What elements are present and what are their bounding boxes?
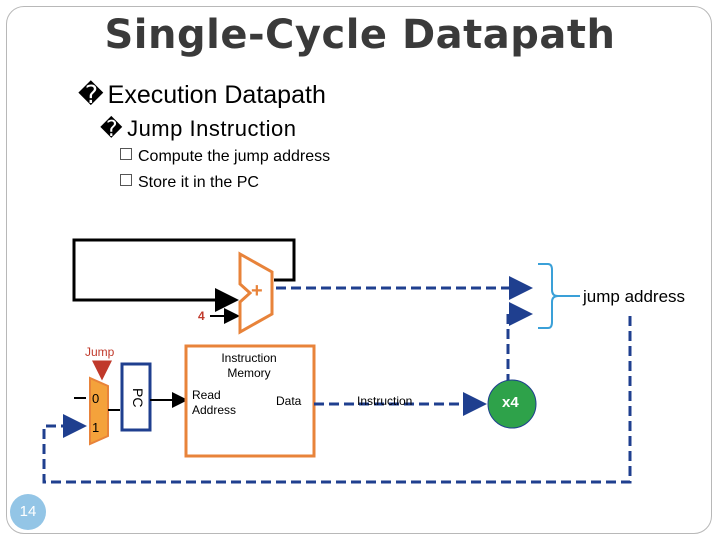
adder-top-wire <box>100 238 296 282</box>
bullet-jump-instruction: �Jump Instruction <box>100 116 296 142</box>
bullet-marker: � <box>78 81 104 109</box>
instruction-label: Instruction <box>357 394 413 408</box>
bullet-marker: � <box>100 116 124 141</box>
pc-to-adder-wire <box>72 238 239 312</box>
jump-address-brace <box>538 263 580 329</box>
bullet-text: Compute the jump address <box>138 148 331 165</box>
instruction-memory <box>184 344 316 458</box>
bullet-compute-jump-address: Compute the jump address <box>120 148 330 166</box>
x4-shifter <box>487 379 537 429</box>
jump-address-return-wire <box>42 316 632 484</box>
mux-input1-label: 1 <box>92 420 100 435</box>
x4-label: x4 <box>502 394 519 411</box>
slide-frame <box>6 6 712 534</box>
pc-register <box>120 362 152 432</box>
read-address-label: Read Address <box>192 388 237 417</box>
data-output-label: Data <box>276 394 302 408</box>
square-bullet-icon <box>120 174 132 186</box>
square-bullet-icon <box>120 148 132 160</box>
slide-title: Single-Cycle Datapath <box>104 12 616 58</box>
adder-plus-symbol: + <box>251 280 263 302</box>
x4-to-brace-wire <box>506 302 533 384</box>
mux-input0-label: 0 <box>92 391 100 406</box>
instruction-memory-title: Instruction Memory <box>221 351 277 380</box>
bullet-text: Jump Instruction <box>127 116 297 141</box>
bullet-text: Execution Datapath <box>107 81 326 109</box>
pc-label: PC <box>130 388 146 408</box>
mux-shape <box>89 376 109 446</box>
jump-address-label: jump address <box>583 287 686 306</box>
jump-control-label: Jump <box>85 345 115 359</box>
bullet-text: Store it in the PC <box>138 174 259 191</box>
adder-shape <box>238 251 274 335</box>
constant-four-label: 4 <box>198 309 205 323</box>
page-number-badge: 14 <box>10 494 46 530</box>
bullet-store-in-pc: Store it in the PC <box>120 174 259 192</box>
bullet-execution-datapath: �Execution Datapath <box>78 80 326 110</box>
